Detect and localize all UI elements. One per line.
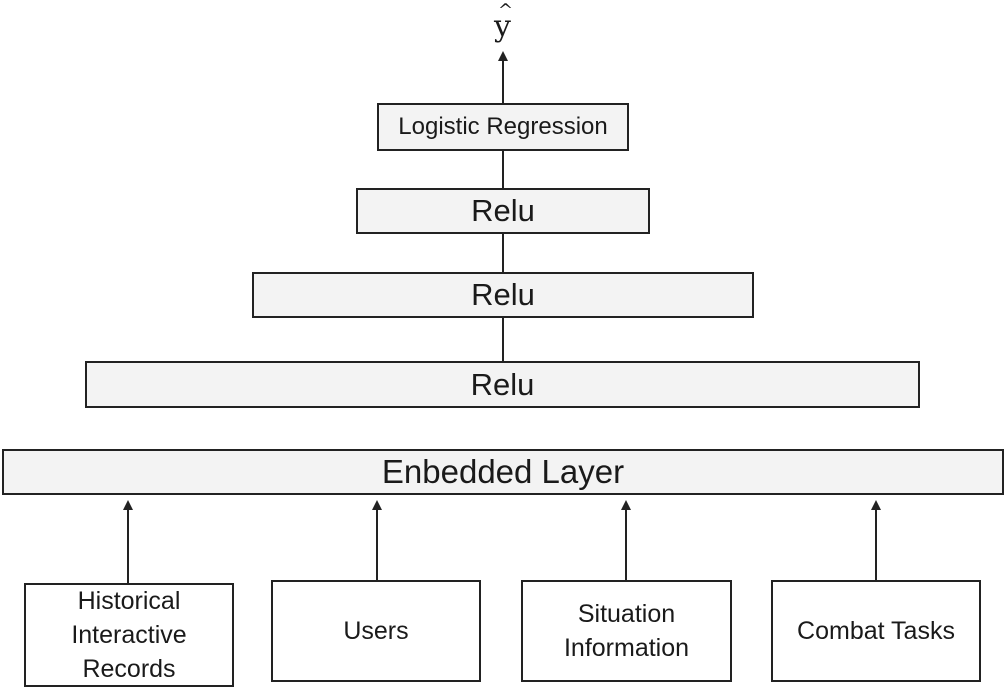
relu-layer-top: Relu [356,188,650,234]
relu-layer-middle-label: Relu [471,277,535,313]
historical-line-2: Interactive [71,621,187,649]
situation-line-2: Information [563,634,690,662]
input-situation-information: Situation Information [521,580,732,682]
logistic-regression-layer: Logistic Regression [377,103,629,151]
logistic-regression-label: Logistic Regression [398,112,608,140]
situation-line-1: Situation [577,600,676,628]
input-combat-tasks-label: Combat Tasks [797,617,955,645]
relu-layer-bottom: Relu [85,361,920,408]
embedded-layer: Enbedded Layer [2,449,1004,495]
output-hat-symbol: ^ [498,0,514,21]
embedded-layer-label: Enbedded Layer [381,453,625,491]
input-historical-interactive-records: Historical Interactive Records [24,583,234,687]
output-symbol: y [494,9,511,44]
relu-layer-middle: Relu [252,272,754,318]
input-users: Users [271,580,481,682]
historical-line-3: Records [82,655,176,683]
relu-layer-bottom-label: Relu [470,366,535,402]
relu-layer-top-label: Relu [471,193,535,229]
input-combat-tasks: Combat Tasks [771,580,981,682]
input-users-label: Users [343,617,409,645]
historical-line-1: Historical [77,587,181,615]
